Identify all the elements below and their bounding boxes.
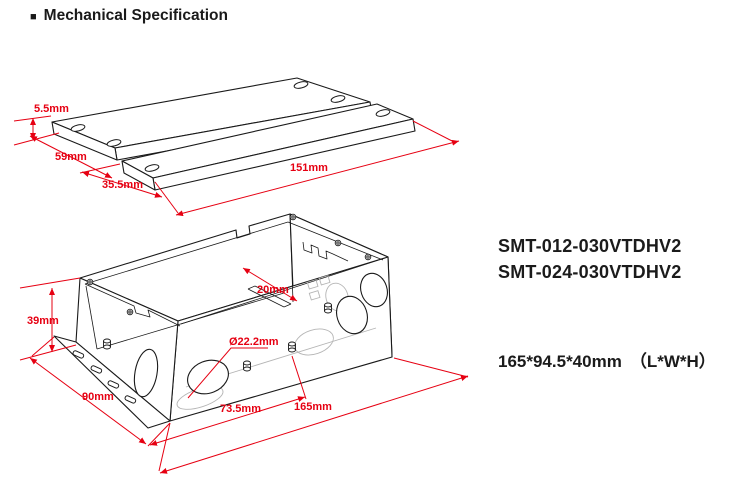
screw-bosses (103, 302, 332, 372)
model-number-2: SMT-024-030VTDHV2 (498, 262, 682, 282)
model-numbers: SMT-012-030VTDHV2 SMT-024-030VTDHV2 (498, 233, 681, 285)
dim-label-thickness: 5.5mm (34, 103, 69, 115)
dim-line-width (29, 357, 147, 445)
dim-label-plate-width: 59mm (55, 151, 87, 163)
dim-label-inner-depth: 20mm (257, 284, 289, 296)
enclosure-interior-lines (84, 213, 386, 350)
dim-line-plate-width (29, 135, 113, 179)
title-bullet-icon: ■ (30, 10, 37, 23)
page-title: ■ Mechanical Specification (30, 7, 228, 25)
dim-label-partition-offset: 73.5mm (220, 403, 261, 415)
dim-line-strip-width (81, 171, 163, 198)
overall-size-value: 165*94.5*40mm (498, 352, 622, 371)
dim-label-strip-width: 35.5mm (102, 179, 143, 191)
dim-label-length-165: 165mm (294, 401, 332, 413)
notched-partition (302, 241, 349, 262)
plate-screw-holes (70, 81, 391, 172)
overall-dimensions: 165*94.5*40mm （L*W*H） (498, 347, 716, 372)
model-number-1: SMT-012-030VTDHV2 (498, 236, 682, 256)
cover-plates-dimension-lines (13, 115, 460, 217)
dim-label-height: 39mm (27, 315, 59, 327)
dim-label-length-151: 151mm (290, 162, 328, 174)
dim-label-knockout: Ø22.2mm (229, 336, 279, 348)
dim-line-length-165 (159, 375, 469, 474)
dim-line-inner-depth (242, 267, 298, 302)
dim-line-length-151 (175, 139, 460, 217)
dim-label-width: 90mm (82, 391, 114, 403)
page-title-text: Mechanical Specification (43, 7, 228, 24)
cover-plates-drawing (51, 77, 416, 191)
overall-size-label: （L*W*H） (629, 352, 716, 371)
enclosure-dimension-lines (19, 267, 469, 474)
rim-screw-holes (86, 213, 372, 316)
